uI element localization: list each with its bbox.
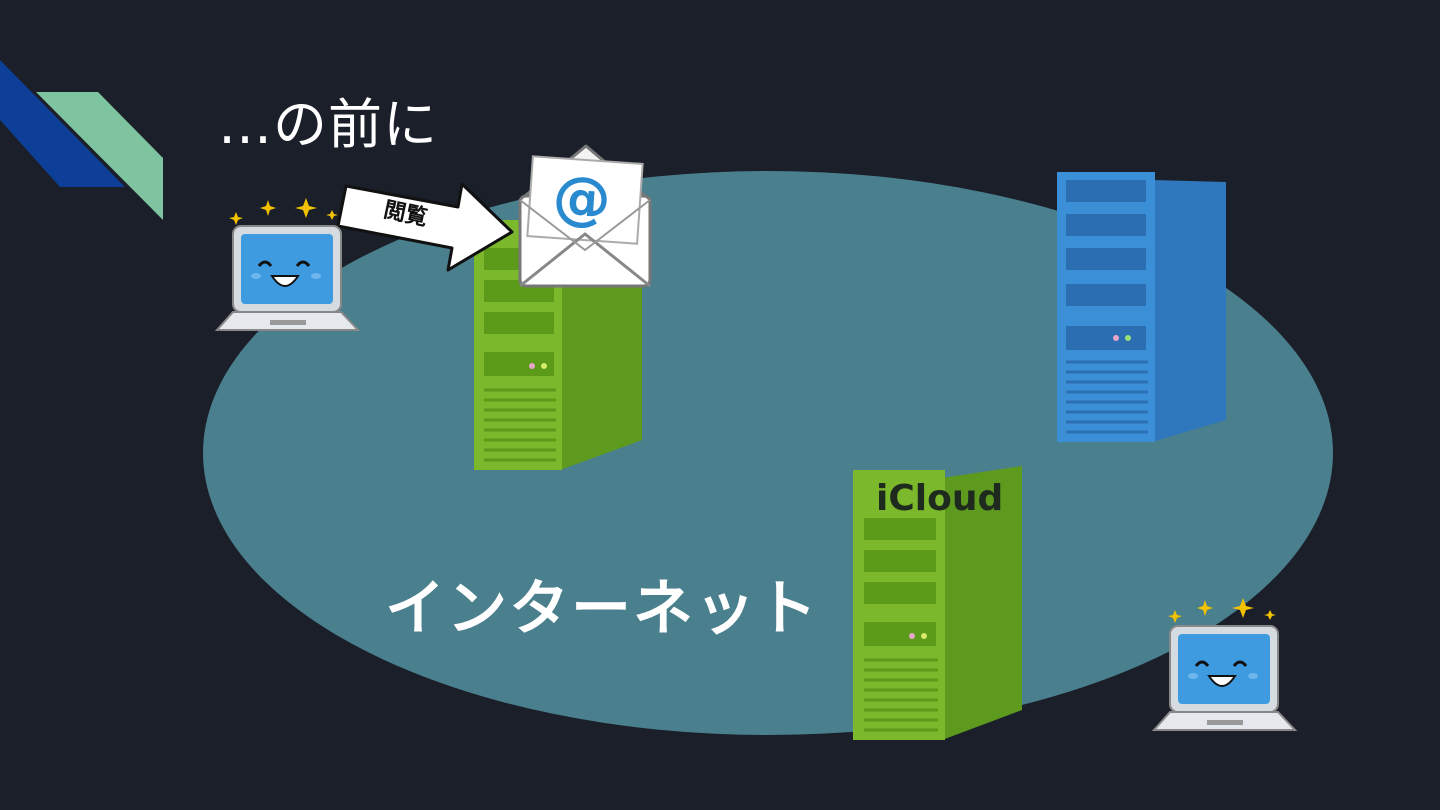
envelope-icon <box>518 144 652 288</box>
view-arrow-icon <box>336 182 514 272</box>
icloud-server-icon <box>853 466 1022 740</box>
internet-label: インターネット <box>385 574 819 644</box>
server-icon <box>1057 172 1226 442</box>
envelope-at-symbol: @ <box>550 162 614 234</box>
laptop-icon <box>214 198 361 331</box>
page-title: …の前に <box>218 93 438 156</box>
icloud-label: iCloud <box>876 478 1004 519</box>
accent-stripe-blue <box>0 60 125 187</box>
laptop-icon <box>1151 598 1298 731</box>
accent-stripe-green <box>36 92 163 220</box>
